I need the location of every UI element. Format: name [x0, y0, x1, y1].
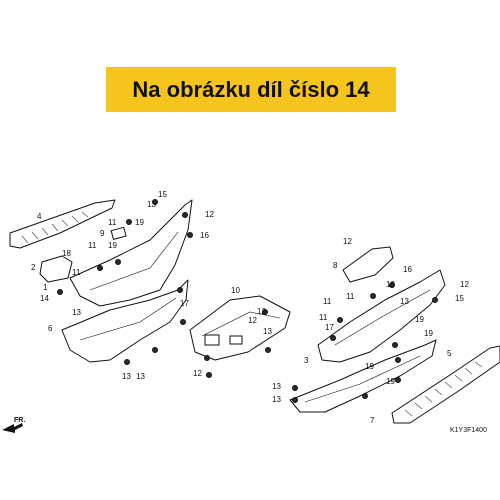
right-side-cover [317, 269, 446, 363]
part-label: 12 [248, 316, 257, 325]
part-label: 15 [158, 190, 167, 199]
part-label: 16 [200, 231, 209, 240]
center-under-cover [189, 295, 291, 361]
part-label: 16 [403, 265, 412, 274]
part-label: 3 [304, 356, 309, 365]
part-label: 5 [447, 349, 452, 358]
part-label: 9 [100, 229, 105, 238]
part-label: 13 [400, 297, 409, 306]
part-label: 19 [365, 362, 374, 371]
part-label: 12 [460, 280, 469, 289]
part-label: 11 [323, 297, 332, 306]
part-label: 12 [205, 210, 214, 219]
part-label: 19 [415, 315, 424, 324]
part-label: 13 [122, 372, 131, 381]
left-lower-skirt [61, 279, 189, 363]
fasteners [57, 199, 438, 403]
left-floor-panel [9, 199, 116, 249]
part-number-banner: Na obrázku díl číslo 14 [106, 67, 396, 112]
front-direction-arrow-icon: FR. [2, 417, 25, 433]
part-label: 11 [319, 313, 328, 322]
part-label: 19 [108, 241, 117, 250]
part-label: 13 [72, 308, 81, 317]
part-label: 11 [108, 218, 117, 227]
part-label: 14 [40, 294, 49, 303]
left-side-cover [69, 199, 193, 307]
part-label: 19 [135, 218, 144, 227]
small-tab-9 [110, 226, 127, 240]
right-upper-cover [342, 246, 394, 283]
right-floor-panel [391, 345, 500, 424]
part-label: 12 [343, 237, 352, 246]
part-label: 12 [257, 307, 266, 316]
part-label: 15 [455, 294, 464, 303]
part-label: 11 [346, 292, 355, 301]
part-label: 13 [136, 372, 145, 381]
part-label: 2 [31, 263, 36, 272]
banner-text: Na obrázku díl číslo 14 [132, 76, 370, 102]
part-label: 13 [147, 200, 156, 209]
part-label: 4 [37, 212, 42, 221]
part-label: 6 [48, 324, 53, 333]
part-label: 19 [424, 329, 433, 338]
part-label: 13 [263, 327, 272, 336]
part-label: 13 [272, 382, 281, 391]
left-bracket [39, 255, 73, 283]
part-label: 12 [193, 369, 202, 378]
part-label: 17 [180, 299, 189, 308]
part-label: 8 [333, 261, 338, 270]
part-label: 19 [386, 377, 395, 386]
part-label: 13 [272, 395, 281, 404]
part-label: 1 [43, 283, 48, 292]
part-labels: 4 15 13 12 11 19 16 9 18 2 11 19 11 14 1… [31, 190, 469, 425]
part-label: 13 [386, 280, 395, 289]
part-label: 11 [72, 268, 81, 277]
part-label: 18 [62, 249, 71, 258]
part-label: 7 [370, 416, 375, 425]
part-label: 11 [88, 241, 97, 250]
part-label: 17 [325, 323, 334, 332]
diagram-code: K1Y3F1400 [450, 427, 487, 434]
part-label: 10 [231, 286, 240, 295]
direction-label: FR. [14, 417, 25, 424]
